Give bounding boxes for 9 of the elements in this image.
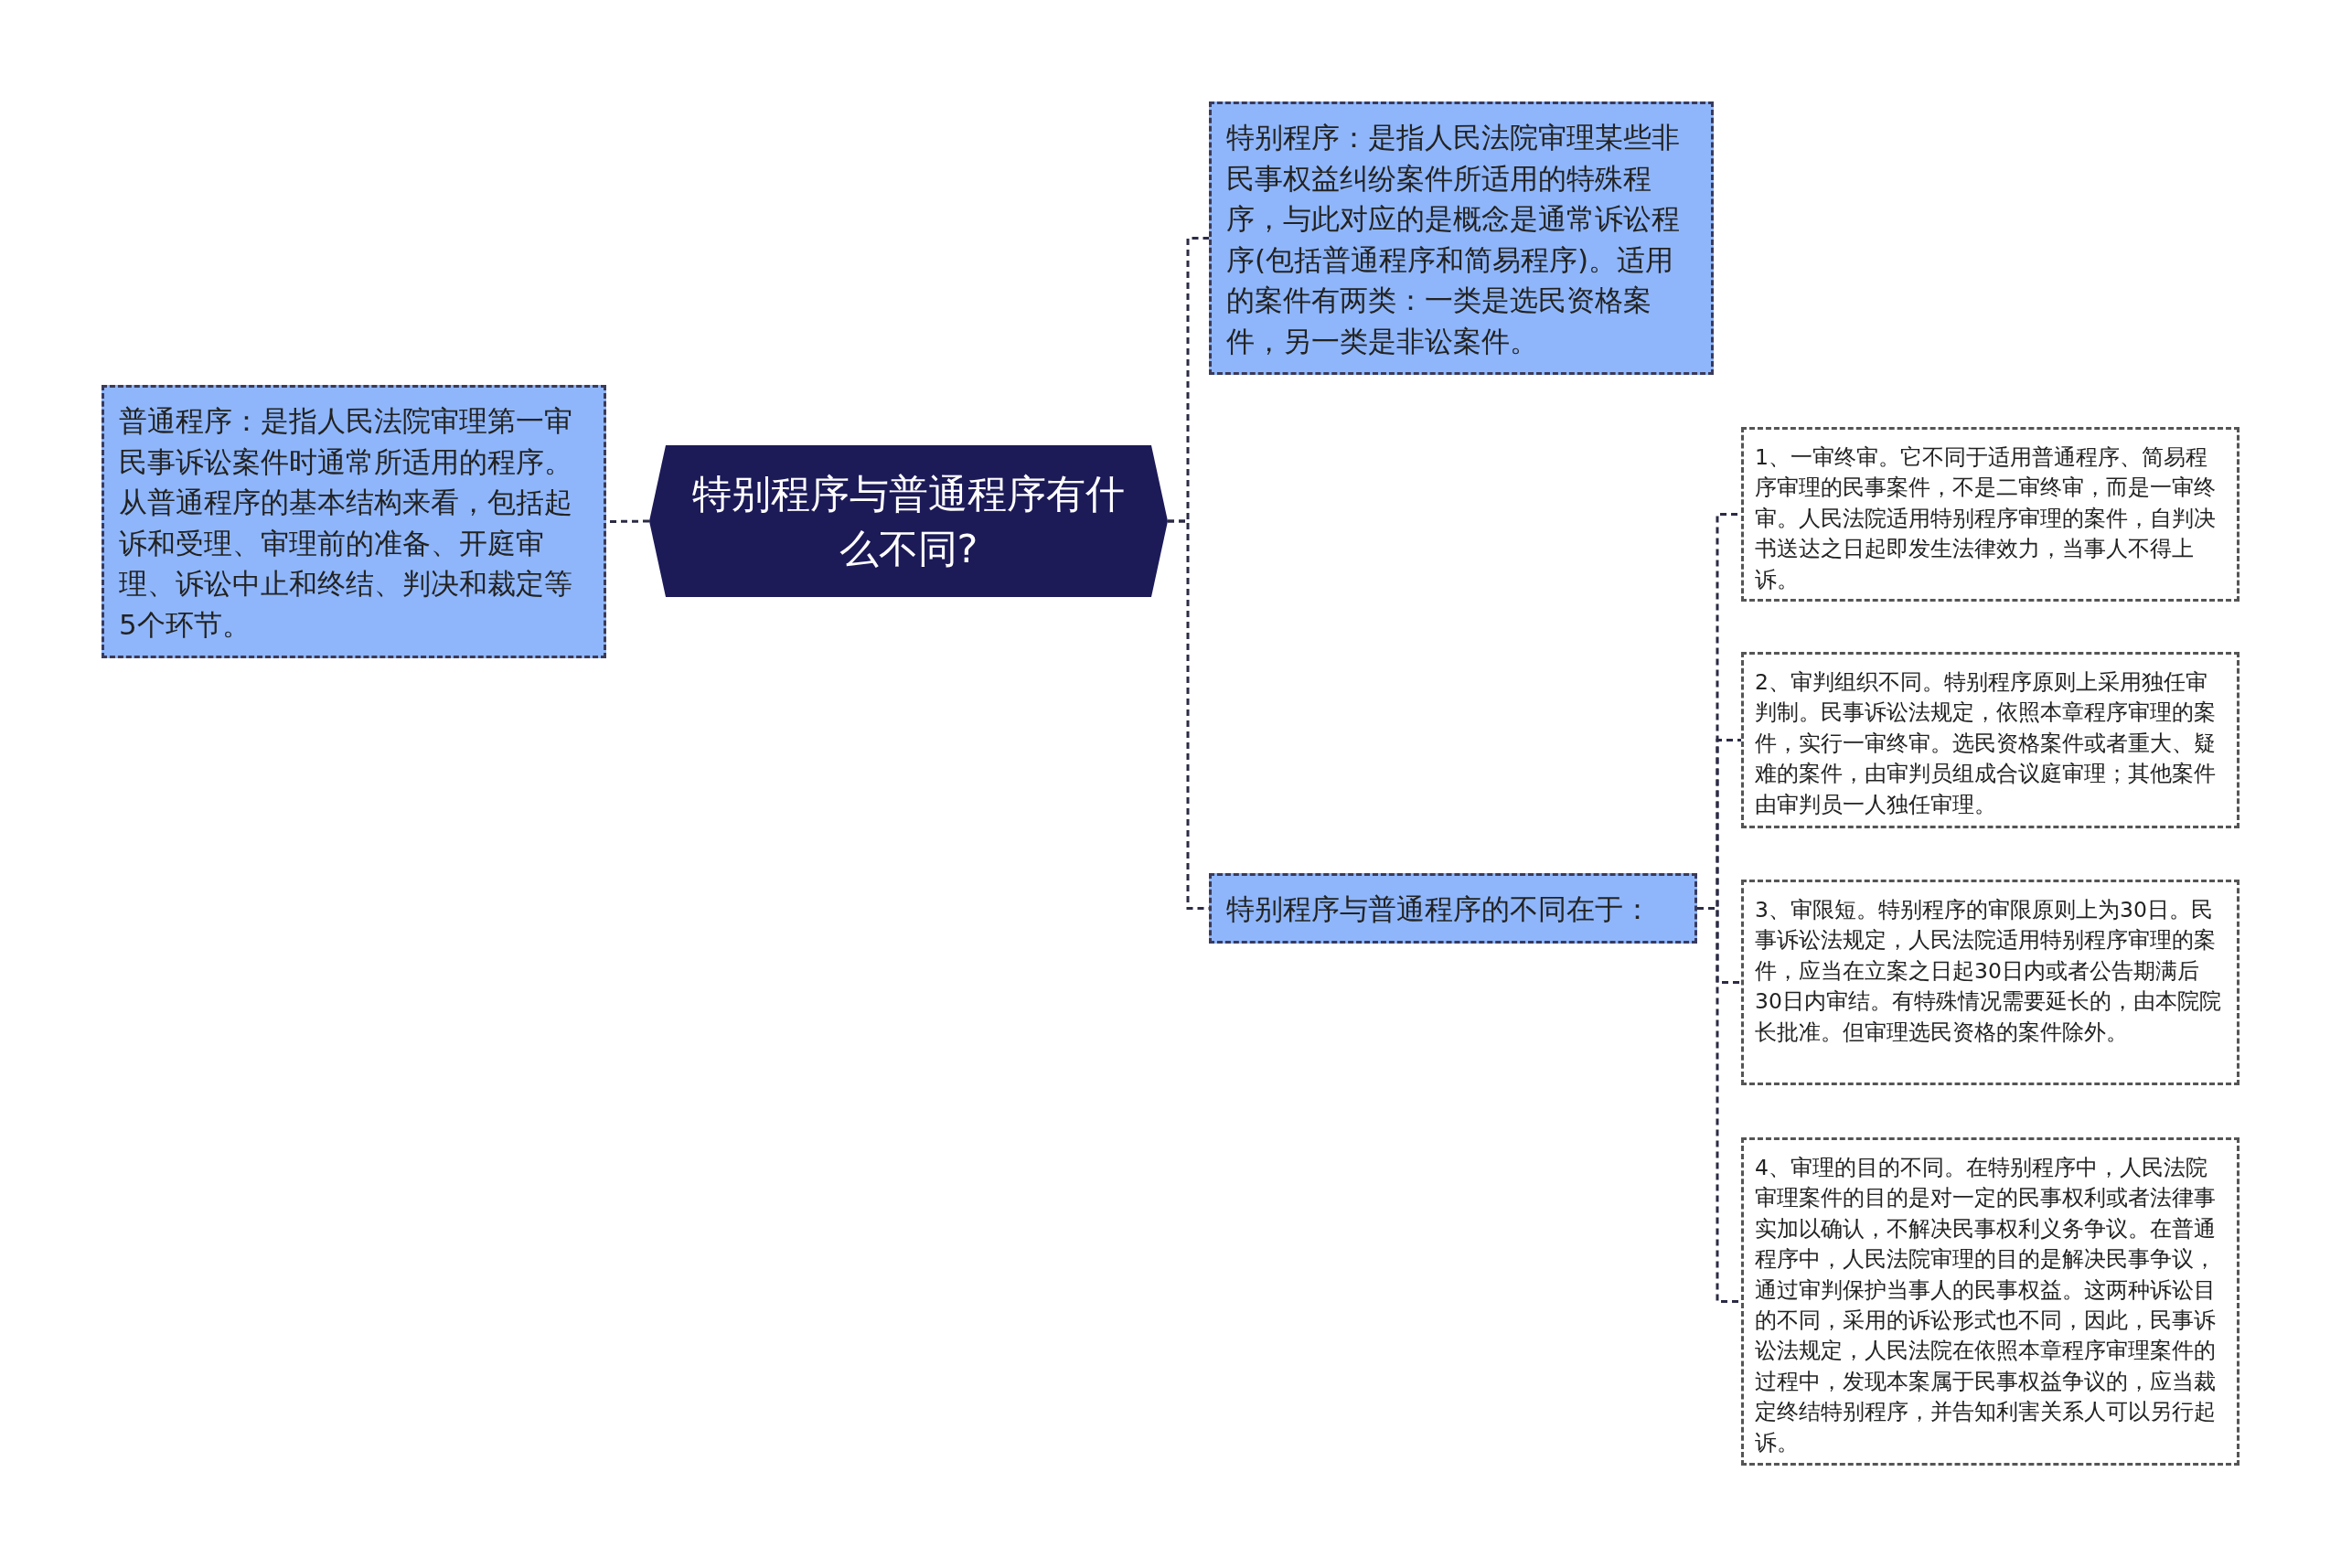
note-box: 2、审判组织不同。特别程序原则上采用独任审判制。民事诉讼法规定，依照本章程序审理的案件，实行一审终审。选民资格案件或者重大、疑难的案件，由审判员组成合议庭审理；其他案件由审判员一人独任审理。 [1741,652,2239,828]
connector-line [1697,907,1741,1303]
topic-box: 普通程序：是指人民法院审理第一审民事诉讼案件时通常所适用的程序。从普通程序的基本结构来看，包括起诉和受理、审理前的准备、开庭审理、诉讼中止和终结、判决和裁定等5个环节。 [102,385,606,658]
note-box: 4、审理的目的不同。在特别程序中，人民法院审理案件的目的是对一定的民事权利或者法律事实加以确认，不解决民事权利义务争议。在普通程序中，人民法院审理的目的是解决民事争议，通过审判保护当事人的民事权益。这两种诉讼目的不同，采用的诉讼形式也不同，因此，民事诉讼法规定，人民法院在依照本章程序审理案件的过程中，发现本案属于民事权益争议的，应当裁定终结特别程序，并告知利害关系人可以另行起诉。 [1741,1137,2239,1466]
topic-box: 特别程序与普通程序的不同在于： [1209,873,1697,944]
note-box: 1、一审终审。它不同于适用普通程序、简易程序审理的民事案件，不是二审终审，而是一审终审。人民法院适用特别程序审理的案件，自判决书送达之日起即发生法律效力，当事人不得上诉。 [1741,427,2239,602]
note-box: 3、审限短。特别程序的审限原则上为30日。民事诉讼法规定，人民法院适用特别程序审理的案件，应当在立案之日起30日内或者公告期满后30日内审结。有特殊情况需要延长的，由本院院长批准。但审理选民资格的案件除外。 [1741,880,2239,1085]
topic-box: 特别程序：是指人民法院审理某些非民事权益纠纷案件所适用的特殊程序，与此对应的是概念是通常诉讼程序(包括普通程序和简易程序)。适用的案件有两类：一类是选民资格案件，另一类是非讼案件。 [1209,101,1714,375]
topic-hexagon: 特别程序与普通程序有什么不同? [649,445,1168,597]
